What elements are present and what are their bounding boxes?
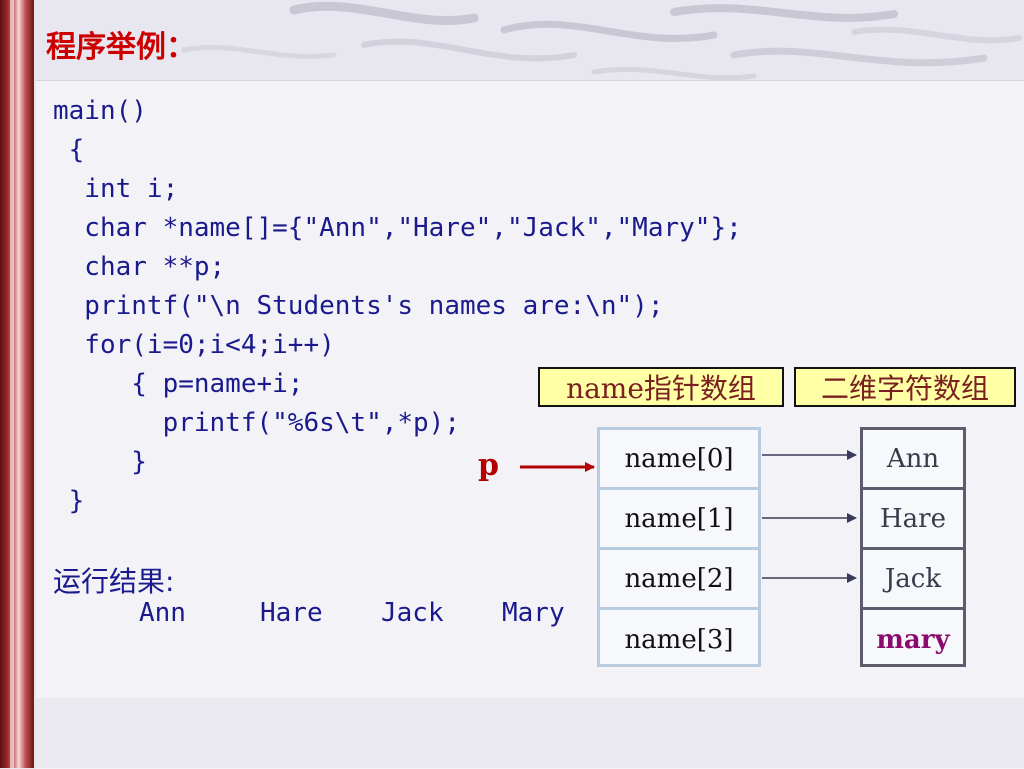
result-output-item: Jack [381, 598, 444, 628]
top-decorative-swooshes [181, 1, 1022, 81]
pointer-array-cell: name[1] [600, 490, 758, 550]
slide-title: 程序举例： [46, 30, 196, 65]
string-array-cell: Ann [863, 430, 963, 490]
pointer-array-cell: name[3] [624, 625, 734, 655]
string-array-label: 二维字符数组 [794, 367, 1016, 407]
result-label: 运行结果: [53, 565, 175, 598]
pointer-array: name[0] name[1] name[2] name[3] [597, 427, 761, 667]
code-line: char **p; [53, 252, 226, 282]
result-output-item: Ann [139, 598, 186, 628]
result-output-item: Mary [502, 598, 565, 628]
code-line: main() [53, 96, 147, 126]
code-line: } [53, 486, 85, 516]
left-decorative-bar [0, 0, 34, 768]
pointer-array-cell: name[0] [600, 430, 758, 490]
pointer-p-label: p [478, 448, 499, 483]
pointer-array-cell: name[2] [600, 550, 758, 610]
result-output: Ann Hare Jack Mary [139, 598, 623, 628]
left-bar-highlight [10, 0, 14, 768]
code-line: int i; [53, 174, 179, 204]
pointer-array-label: name指针数组 [538, 367, 784, 407]
code-line: printf("%6s\t",*p); [53, 408, 460, 438]
code-line: { p=name+i; [53, 369, 304, 399]
code-block: main() { int i; char *name[]={"Ann","Har… [53, 92, 742, 521]
string-array-cell: mary [876, 625, 950, 655]
code-line: printf("\n Students's names are:\n"); [53, 291, 664, 321]
code-line: { [53, 135, 85, 165]
string-array-cell: Hare [863, 490, 963, 550]
string-array-cell: Jack [863, 550, 963, 610]
code-line: char *name[]={"Ann","Hare","Jack","Mary"… [53, 213, 742, 243]
string-array: Ann Hare Jack mary [860, 427, 966, 667]
content-panel-footer [36, 698, 1024, 768]
result-output-item: Hare [260, 598, 323, 628]
code-line: for(i=0;i<4;i++) [53, 330, 335, 360]
code-line: } [53, 447, 147, 477]
content-panel [36, 80, 1024, 769]
